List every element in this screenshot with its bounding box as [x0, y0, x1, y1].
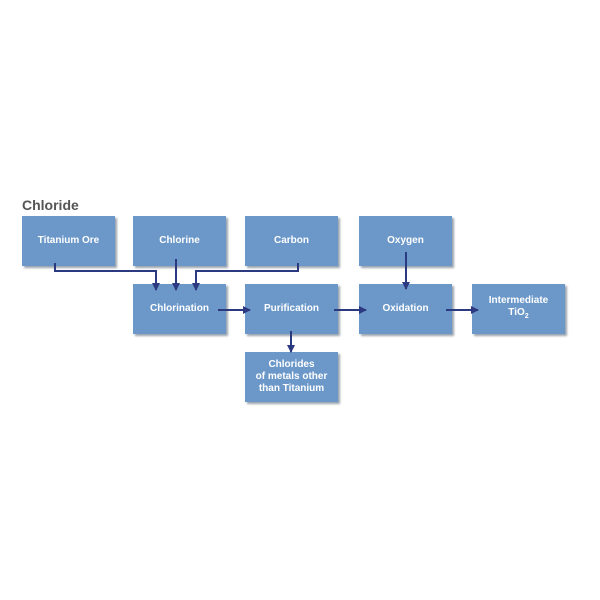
arrow-titanium-ore-to-chlorination [54, 263, 160, 291]
intermediate-label: Intermediate [488, 295, 549, 306]
node-purification: Purification [245, 284, 338, 334]
diagram-title: Chloride [22, 197, 79, 213]
node-chlorination: Chlorination [133, 284, 226, 334]
chlorides-line1: Chlorides [268, 359, 315, 370]
node-oxidation: Oxidation [359, 284, 452, 334]
node-carbon: Carbon [245, 216, 338, 266]
node-chlorine: Chlorine [133, 216, 226, 266]
node-intermediate-tio2: Intermediate TiO2 [472, 284, 565, 334]
chlorides-line3: than Titanium [258, 383, 325, 394]
node-chlorides-other-metals: Chlorides of metals other than Titanium [245, 352, 338, 402]
node-titanium-ore: Titanium Ore [22, 216, 115, 266]
intermediate-subscript: 2 [524, 313, 529, 320]
intermediate-formula: TiO [508, 307, 525, 318]
arrow-carbon-to-chlorination [192, 263, 299, 291]
chlorides-line2: of metals other [255, 371, 328, 382]
